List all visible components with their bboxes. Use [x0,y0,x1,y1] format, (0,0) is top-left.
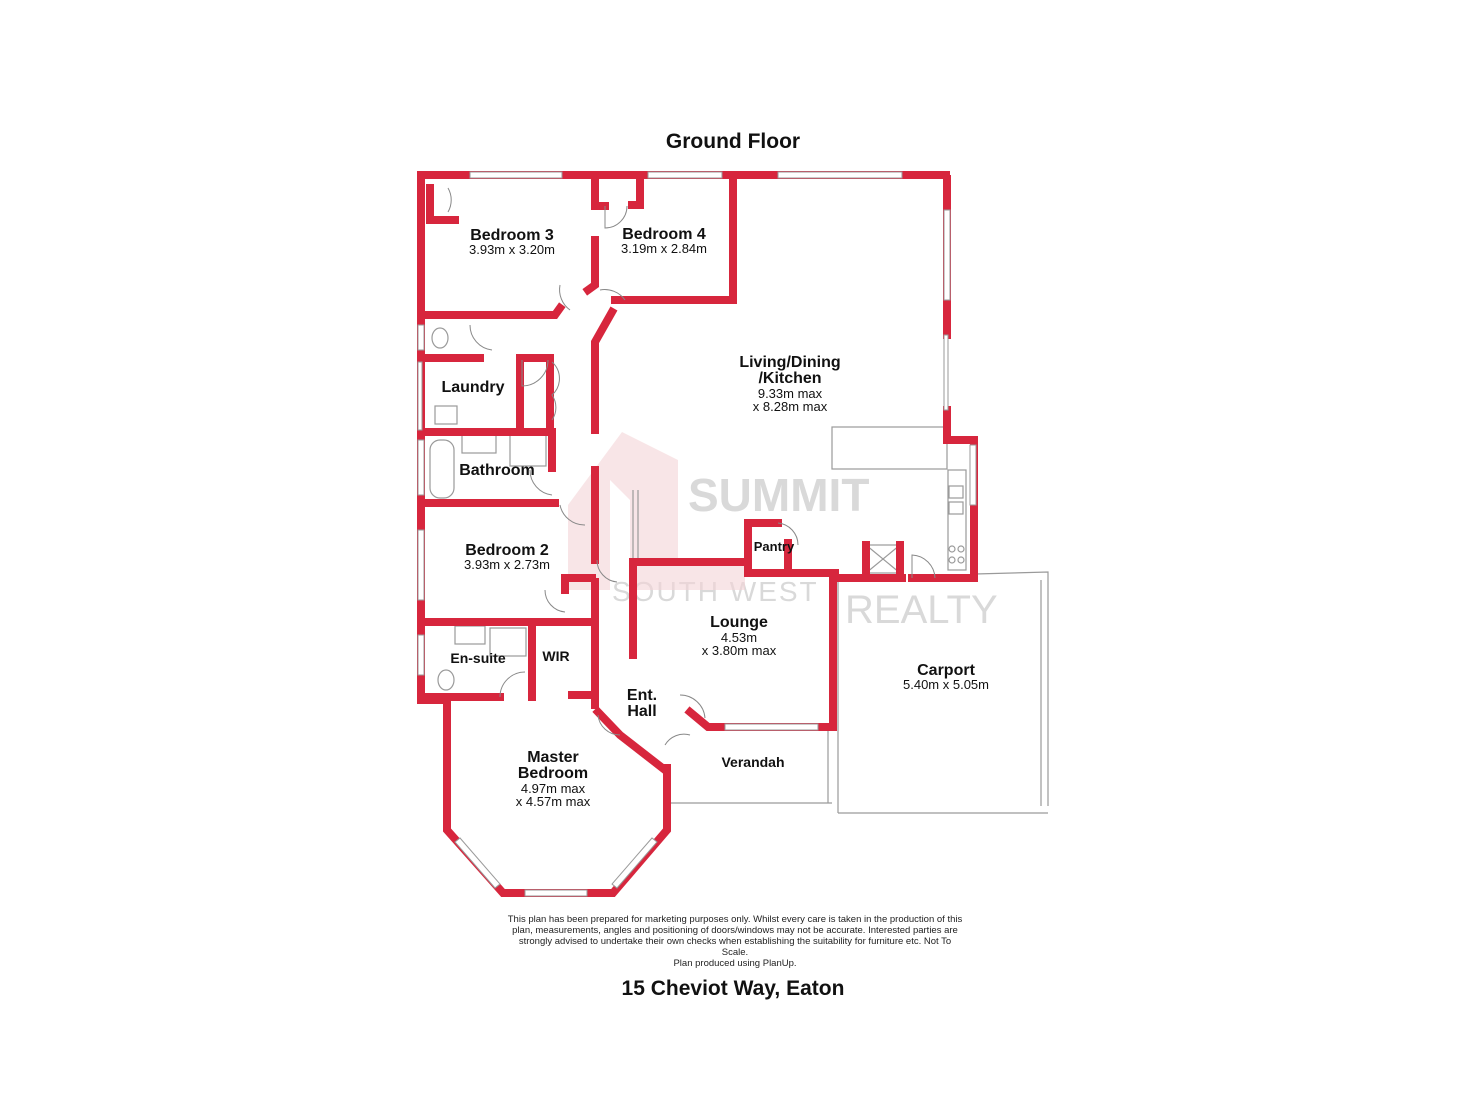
room-name: WIR [542,648,570,664]
kitchen-island [831,426,948,470]
room-entrance-hall: Ent. Hall [617,688,667,720]
watermark-logo-text: REALTY [845,588,998,632]
ensuite-shower [489,627,527,657]
room-dimensions: 5.40m x 5.05m [903,677,989,692]
laundry-tub [434,405,458,425]
room-verandah: Verandah [721,754,784,770]
room-name: Pantry [753,539,795,554]
property-address: 15 Cheviot Way, Eaton [621,977,845,1000]
room-dimensions: 4.53m [720,630,758,645]
disclaimer-text: This plan has been prepared for marketin… [507,914,963,958]
room-en-suite: En-suite [450,650,505,666]
room-dimensions: 3.93m x 2.73m [464,557,550,572]
floor-title: Ground Floor [665,130,801,153]
walls [417,171,978,897]
room-name: Master Bedroom [517,749,589,782]
toilet [431,327,449,349]
room-name: Bedroom 4 [622,226,706,243]
room-laundry: Laundry [441,380,504,396]
room-dimensions: 3.19m x 2.84m [621,241,707,256]
room-name: Carport [917,662,975,679]
room-wir: WIR [542,648,569,664]
room-dimensions: x 4.57m max [515,794,591,809]
disclaimer: This plan has been prepared for marketin… [505,914,965,969]
bathtub [429,439,455,499]
watermark-logo-text: SUMMIT [688,469,870,521]
room-dimensions: 4.97m max [520,781,586,796]
produced-by: Plan produced using PlanUp. [673,958,797,969]
ensuite-toilet [437,669,455,691]
kitchen-bench [947,469,967,571]
room-name: Verandah [721,754,785,770]
room-bathroom: Bathroom [459,463,535,479]
watermark-logo [568,432,745,590]
room-dimensions: 3.93m x 3.20m [469,242,555,257]
room-name: Bedroom 3 [470,227,554,244]
room-name: Laundry [441,379,505,396]
room-pantry: Pantry [754,539,794,555]
windows [417,171,977,897]
room-name: Living/Dining /Kitchen [739,354,841,387]
doors [447,187,936,746]
room-name: Ent. Hall [626,687,658,720]
room-dimensions: x 8.28m max [752,399,828,414]
room-name: Bathroom [459,462,535,479]
room-name: Bedroom 2 [465,542,549,559]
room-dimensions: 9.33m max [757,386,823,401]
room-dimensions: x 3.80m max [701,643,777,658]
carport-outline [837,571,1049,814]
room-name: En-suite [450,650,506,666]
ensuite-vanity [454,625,486,645]
room-name: Lounge [710,614,768,631]
